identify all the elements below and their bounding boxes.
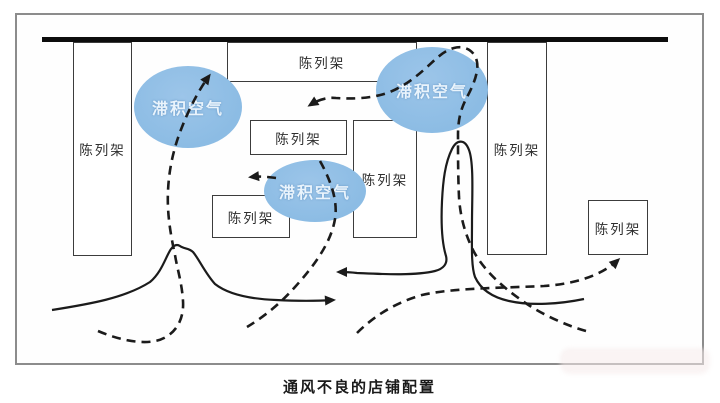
rack-middle: 陈列架 [250, 120, 347, 155]
diagram-caption: 通风不良的店铺配置 [282, 378, 436, 396]
rack-label: 陈列架 [493, 142, 541, 159]
rack-right: 陈列架 [487, 42, 547, 255]
rack-label: 陈列架 [594, 221, 642, 238]
rack-label: 陈列架 [227, 210, 275, 227]
rack-bottom-right: 陈列架 [588, 200, 648, 255]
zone-center: 滞积空气 [264, 160, 366, 222]
zone-left: 滞积空气 [134, 66, 242, 148]
rack-label: 陈列架 [298, 56, 346, 72]
rack-label: 陈列架 [361, 173, 409, 189]
stagnant-air-label: 滞积空气 [151, 99, 224, 118]
rack-label: 陈列架 [275, 131, 322, 148]
watermark-smudge [560, 348, 710, 374]
zone-top-right: 滞积空气 [376, 47, 488, 133]
rack-label: 陈列架 [79, 143, 126, 159]
storefront-wall-line [42, 37, 668, 42]
stagnant-air-label: 滞积空气 [278, 183, 351, 202]
stagnant-air-label: 滞积空气 [395, 82, 468, 101]
rack-left: 陈列架 [73, 42, 132, 256]
